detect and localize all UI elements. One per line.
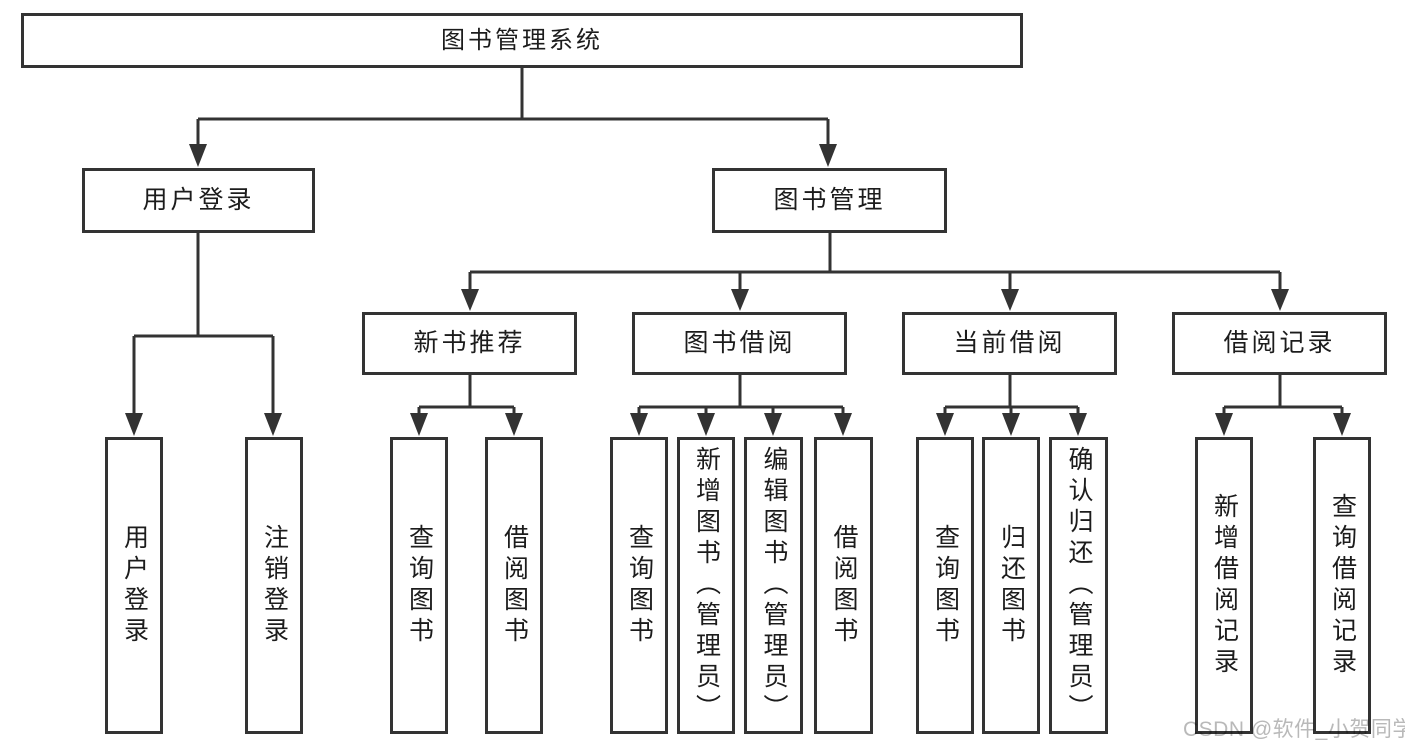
leaf-logout: 注销登录	[245, 437, 303, 734]
leaf-add-books-admin: 新增图书（管理员）	[677, 437, 735, 734]
leaf-query-books-recommend: 查询图书	[390, 437, 448, 734]
node-library-system: 图书管理系统	[21, 13, 1023, 68]
node-borrowing-records: 借阅记录	[1172, 312, 1387, 375]
node-current-borrowing: 当前借阅	[902, 312, 1117, 375]
arrowhead-icons	[125, 144, 1351, 436]
node-book-management: 图书管理	[712, 168, 947, 233]
node-book-borrowing: 图书借阅	[632, 312, 847, 375]
leaf-return-books: 归还图书	[982, 437, 1040, 734]
watermark: CSDN @软件_小贺同学	[1183, 718, 1405, 741]
leaf-borrow-books: 借阅图书	[814, 437, 873, 734]
leaf-query-books-current: 查询图书	[916, 437, 974, 734]
leaf-user-login: 用户登录	[105, 437, 163, 734]
connector-paths	[132, 68, 1344, 417]
leaf-query-books-borrow: 查询图书	[610, 437, 668, 734]
leaf-query-borrow-record: 查询借阅记录	[1313, 437, 1371, 734]
leaf-confirm-return-admin: 确认归还（管理员）	[1049, 437, 1108, 734]
node-new-book-recommend: 新书推荐	[362, 312, 577, 375]
leaf-borrow-books-recommend: 借阅图书	[485, 437, 543, 734]
leaf-edit-books-admin: 编辑图书（管理员）	[744, 437, 803, 734]
leaf-add-borrow-record: 新增借阅记录	[1195, 437, 1253, 734]
node-user-login: 用户登录	[82, 168, 315, 233]
